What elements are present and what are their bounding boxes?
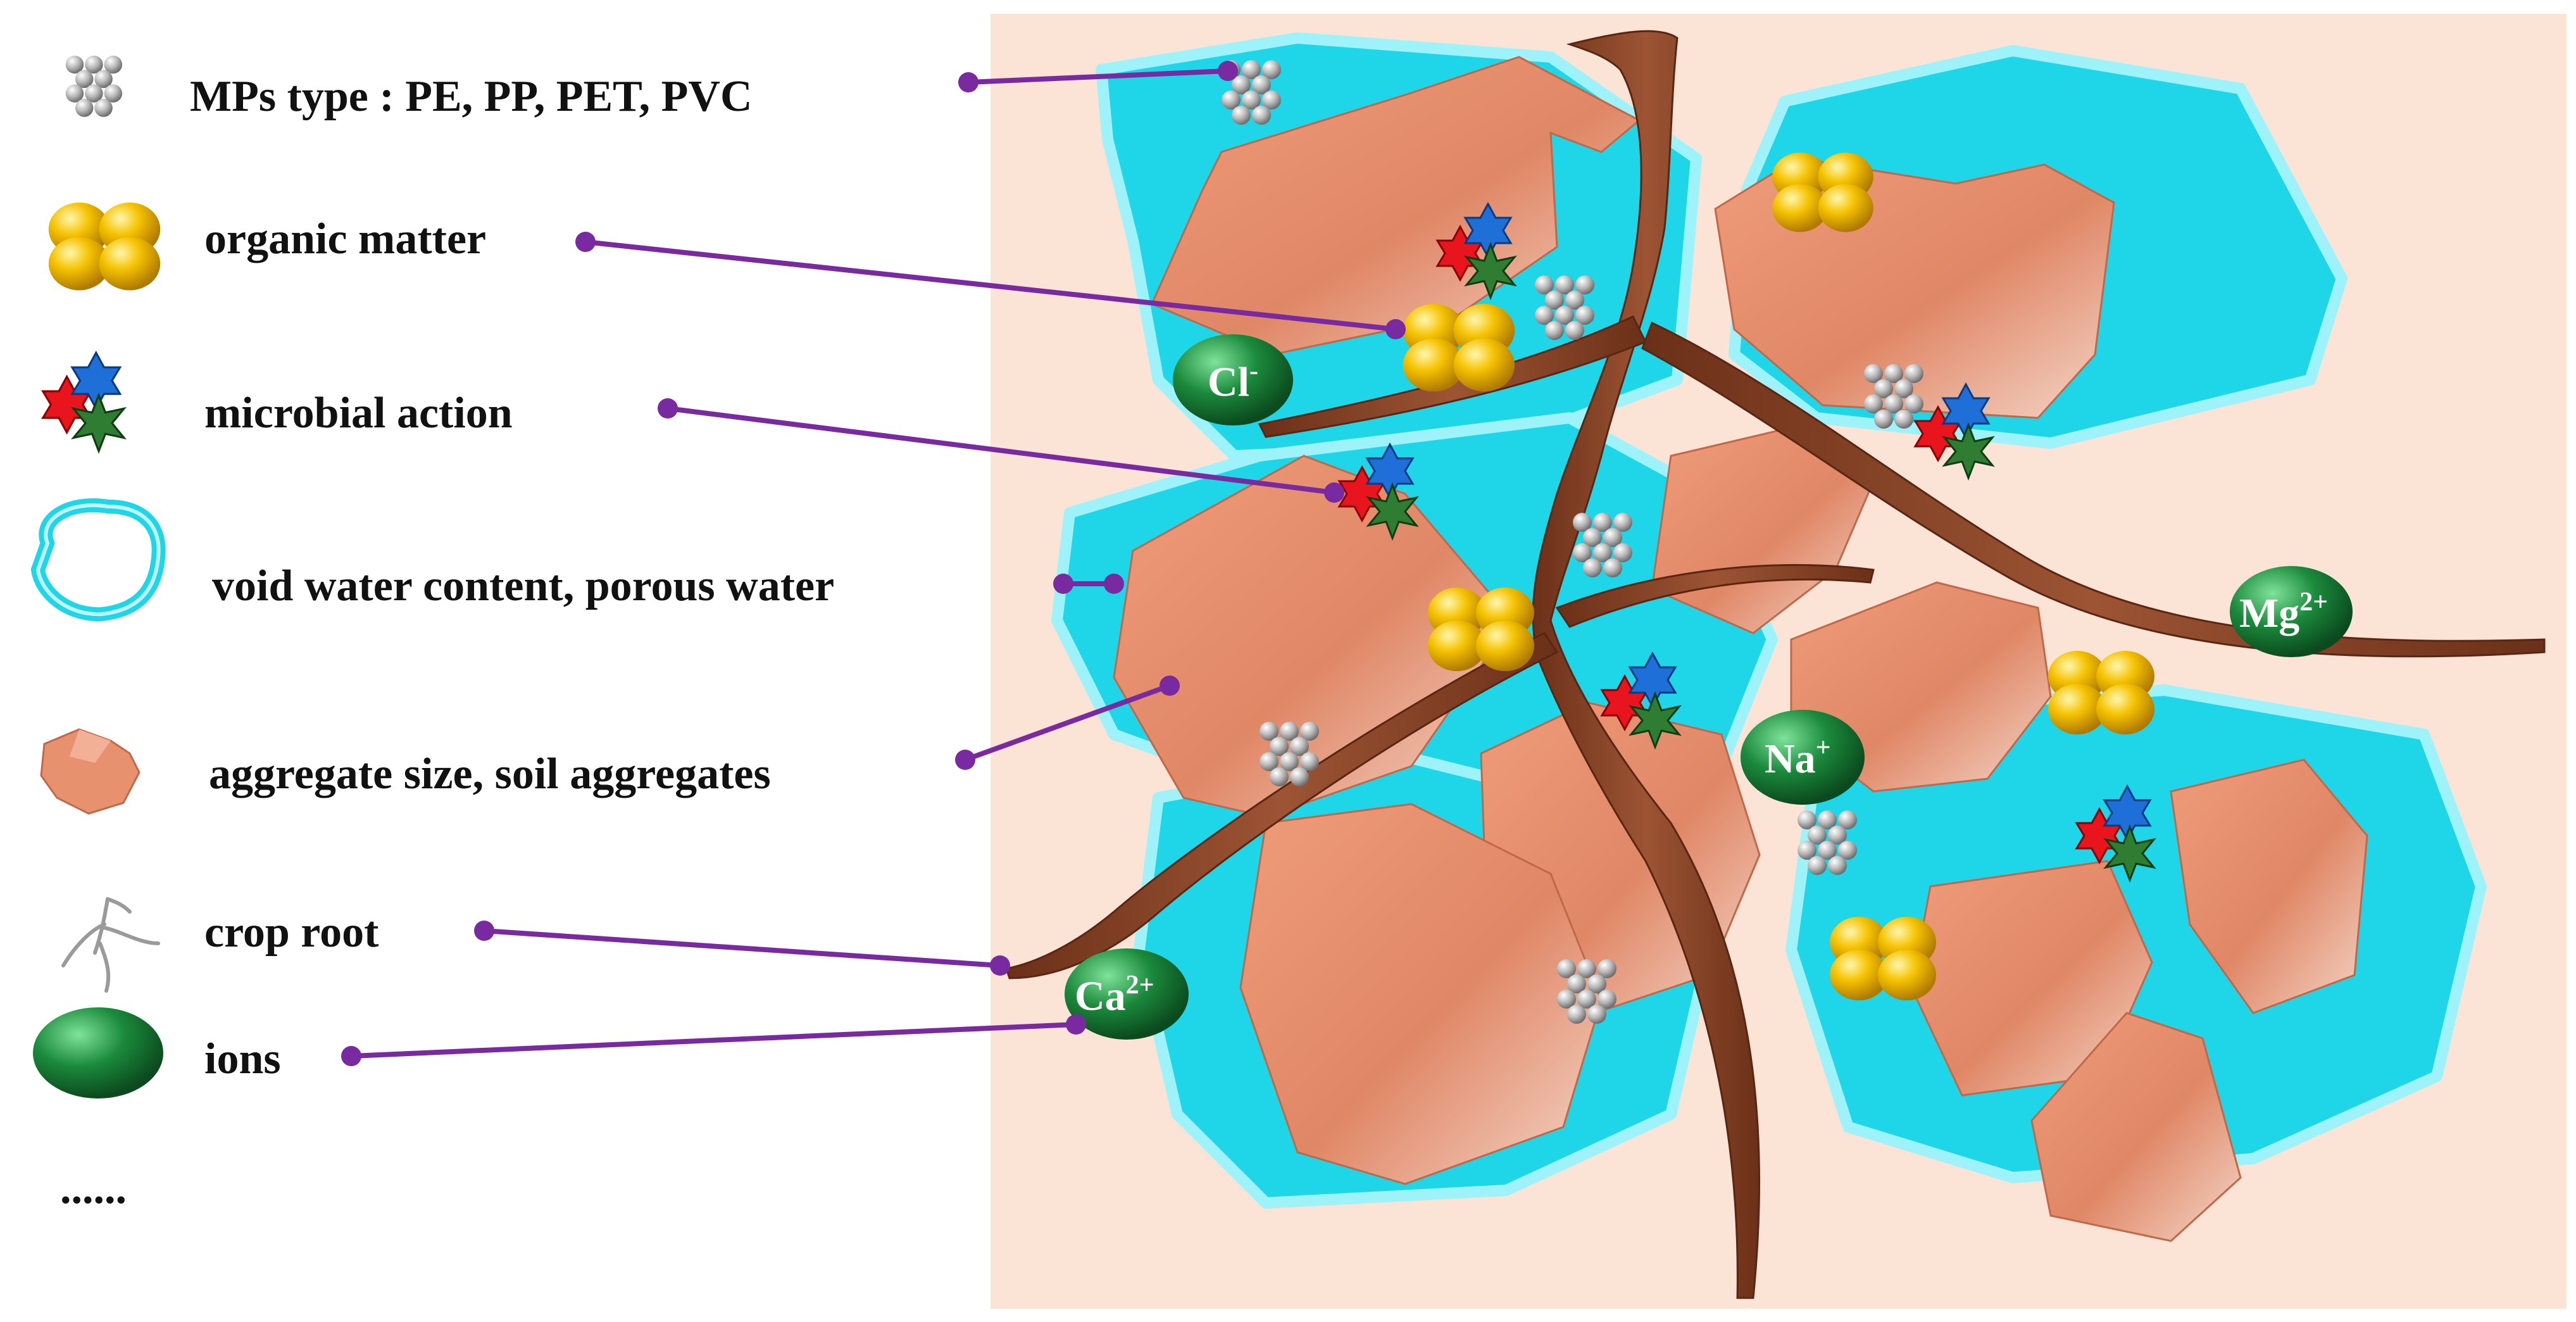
- ion-ca-label: Ca2+: [1075, 971, 1154, 1019]
- connector-dot: [1104, 574, 1124, 594]
- connector-dot: [1324, 482, 1344, 503]
- root-main: [1532, 30, 1761, 1299]
- soil-panel: Cl- Mg2+ Na+ Ca2+: [991, 14, 2567, 1309]
- connector-dot: [955, 750, 975, 770]
- legend-ion-icon: [33, 1007, 163, 1099]
- legend-water-label: void water content, porous water: [212, 562, 834, 610]
- ion-bubble: [1173, 334, 1293, 425]
- legend-root-label: crop root: [204, 908, 378, 957]
- ion-na-label: Na+: [1765, 733, 1831, 782]
- legend-mps-label: MPs type : PE, PP, PET, PVC: [190, 72, 753, 121]
- connector-root: [484, 928, 1001, 968]
- connector-dot: [990, 955, 1010, 976]
- aggregate: [2170, 759, 2368, 1014]
- ion-bubble: [1065, 948, 1189, 1040]
- connector-dot: [1066, 1014, 1086, 1035]
- aggregate: [2030, 1012, 2242, 1242]
- ion-mg-label: Mg2+: [2239, 588, 2328, 636]
- connector-ions: [351, 1022, 1077, 1059]
- connector-mps: [968, 68, 1229, 85]
- connector-microbial: [667, 406, 1335, 495]
- connector-aggregate: [964, 683, 1171, 762]
- connector-dot: [1218, 61, 1238, 81]
- root-branch: [1641, 321, 2546, 658]
- connector-dot: [575, 232, 596, 252]
- aggregate: [1151, 56, 1641, 356]
- connector-dot: [958, 72, 979, 92]
- legend-aggregate-label: aggregate size, soil aggregates: [209, 750, 771, 798]
- connector-dot: [341, 1046, 361, 1066]
- connector-organic: [585, 239, 1396, 332]
- legend-water-icon: [30, 498, 166, 622]
- ion-cl-label: Cl-: [1208, 356, 1258, 405]
- legend-mps-icon: [65, 55, 123, 117]
- connector-dot: [1160, 676, 1180, 696]
- legend-root-icon: [61, 897, 160, 993]
- connector-dot: [474, 921, 494, 941]
- legend-organic-matter-icon: [48, 202, 161, 291]
- ion-ca: Ca2+: [1065, 948, 1189, 1040]
- legend-microbial-icon: [42, 351, 125, 453]
- legend: MPs type : PE, PP, PET, PVC organic matt…: [30, 55, 834, 1213]
- legend-microbial-label: microbial action: [204, 389, 513, 438]
- root-branch: [1555, 564, 1875, 628]
- ion-cl: Cl-: [1173, 334, 1293, 425]
- legend-ions-label: ions: [204, 1035, 281, 1083]
- connector-dot: [1053, 574, 1073, 594]
- connector-dot: [658, 398, 678, 419]
- connector-lines: [341, 61, 1406, 1066]
- legend-organic-matter-label: organic matter: [204, 215, 486, 263]
- connector-dot: [1385, 319, 1406, 339]
- legend-ellipsis: ......: [60, 1164, 127, 1213]
- ion-na: Na+: [1741, 710, 1865, 805]
- aggregate: [1239, 803, 1603, 1185]
- ion-bubble: [2230, 566, 2353, 657]
- root-branch: [1258, 315, 1648, 438]
- ion-mg: Mg2+: [2230, 566, 2353, 657]
- legend-aggregate-icon: [40, 728, 141, 815]
- ion-bubble: [1741, 710, 1865, 805]
